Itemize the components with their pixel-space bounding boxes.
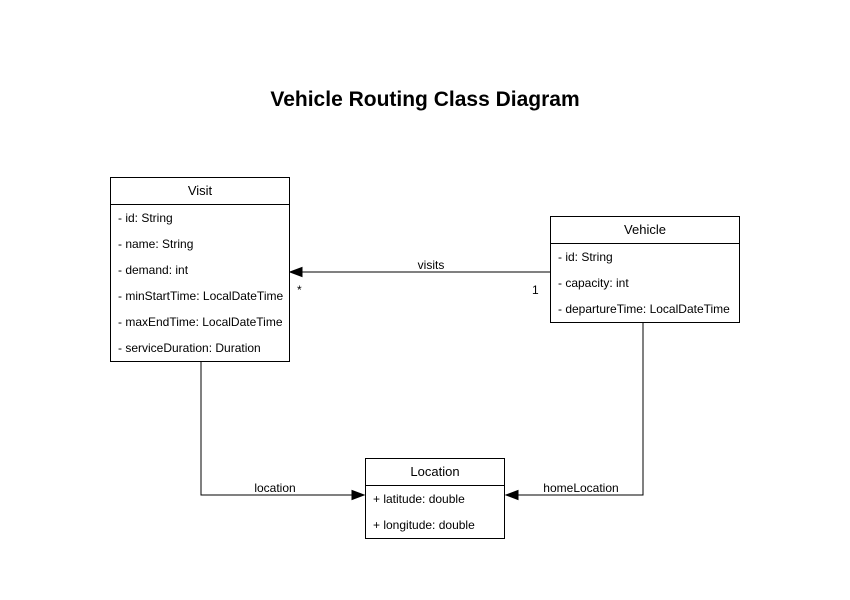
class-vehicle-name: Vehicle bbox=[551, 217, 739, 244]
class-location-field-longitude: + longitude: double bbox=[373, 518, 475, 532]
class-location-field-latitude: + latitude: double bbox=[373, 492, 465, 506]
association-location-label: location bbox=[254, 481, 296, 495]
class-visit-field-minstarttime: - minStartTime: LocalDateTime bbox=[118, 289, 284, 303]
association-visits-multiplicity-star: * bbox=[297, 283, 302, 297]
class-vehicle-field-capacity: - capacity: int bbox=[558, 276, 629, 290]
association-visits-multiplicity-one: 1 bbox=[532, 283, 539, 297]
class-visit: Visit - id: String - name: String - dema… bbox=[110, 177, 290, 362]
class-visit-field-demand: - demand: int bbox=[118, 263, 189, 277]
association-visits-label: visits bbox=[417, 258, 445, 272]
class-location-name: Location bbox=[366, 459, 504, 486]
diagram-title: Vehicle Routing Class Diagram bbox=[270, 88, 580, 111]
class-vehicle: Vehicle - id: String - capacity: int - d… bbox=[550, 216, 740, 323]
association-homelocation-label: homeLocation bbox=[543, 481, 619, 495]
class-visit-field-id: - id: String bbox=[118, 211, 173, 225]
class-visit-name: Visit bbox=[111, 178, 289, 205]
class-location: Location + latitude: double + longitude:… bbox=[365, 458, 505, 539]
association-homelocation-line bbox=[504, 320, 644, 501]
association-visits-line bbox=[288, 266, 550, 278]
class-visit-field-name: - name: String bbox=[118, 237, 194, 251]
class-visit-field-maxendtime: - maxEndTime: LocalDateTime bbox=[118, 315, 283, 329]
class-visit-field-serviceduration: - serviceDuration: Duration bbox=[118, 341, 261, 355]
class-vehicle-field-id: - id: String bbox=[558, 250, 613, 264]
class-vehicle-field-departuretime: - departureTime: LocalDateTime bbox=[558, 302, 730, 316]
association-location-line bbox=[200, 359, 366, 501]
